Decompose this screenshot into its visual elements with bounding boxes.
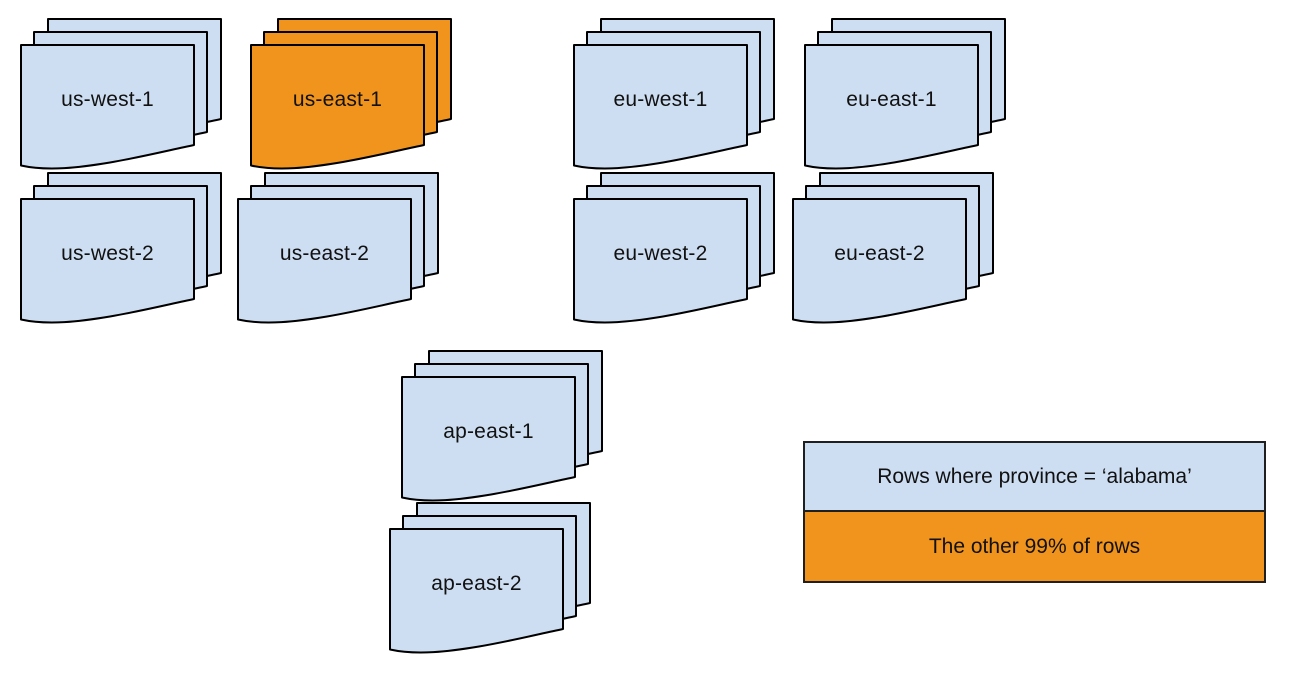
region-label: eu-west-1 — [613, 88, 708, 111]
region-label: ap-east-1 — [443, 420, 534, 443]
legend-item-label: Rows where province = ‘alabama’ — [877, 464, 1192, 488]
region-label: eu-east-1 — [846, 88, 937, 111]
region-stack-eu-east-1: eu-east-1 — [804, 18, 1007, 174]
region-stack-us-east-2: us-east-2 — [237, 172, 440, 328]
region-label: us-east-1 — [292, 88, 383, 111]
region-label: eu-east-2 — [834, 242, 925, 265]
legend-item-other-rows: The other 99% of rows — [805, 512, 1264, 581]
region-stack-eu-west-1: eu-west-1 — [573, 18, 776, 174]
region-label: us-west-1 — [61, 88, 154, 111]
legend: Rows where province = ‘alabama’ The othe… — [803, 441, 1266, 583]
region-stack-us-west-1: us-west-1 — [20, 18, 223, 174]
region-label: ap-east-2 — [431, 572, 522, 595]
region-label: us-west-2 — [61, 242, 154, 265]
region-stack-eu-east-2: eu-east-2 — [792, 172, 995, 328]
region-stack-us-east-1: us-east-1 — [250, 18, 453, 174]
legend-item-province-rows: Rows where province = ‘alabama’ — [805, 443, 1264, 512]
region-stack-ap-east-2: ap-east-2 — [389, 502, 592, 658]
region-stack-us-west-2: us-west-2 — [20, 172, 223, 328]
legend-item-label: The other 99% of rows — [928, 534, 1141, 558]
region-label: us-east-2 — [279, 242, 370, 265]
region-label: eu-west-2 — [613, 242, 708, 265]
region-stack-ap-east-1: ap-east-1 — [401, 350, 604, 506]
region-stack-eu-west-2: eu-west-2 — [573, 172, 776, 328]
